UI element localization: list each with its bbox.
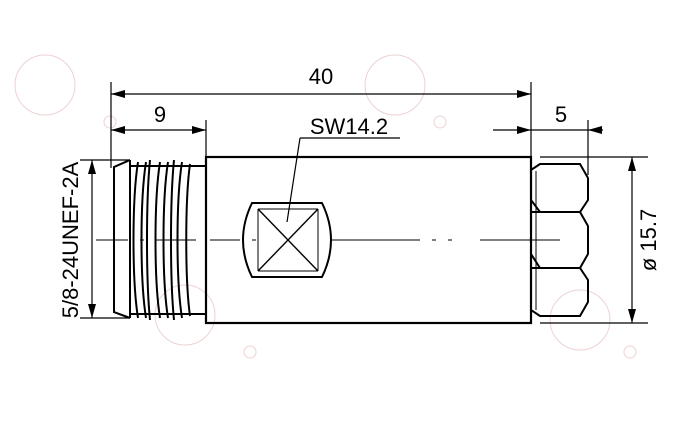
dimension-arrows	[88, 90, 636, 323]
diameter-label: ø 15.7	[636, 209, 661, 271]
dim-thread-length: 9	[154, 102, 166, 127]
dim-overall-length: 40	[309, 64, 333, 89]
watermark	[14, 54, 611, 351]
dim-hex-length: 5	[555, 102, 567, 127]
wrench-flat-label: SW14.2	[310, 114, 388, 139]
wrench-flat	[242, 202, 332, 278]
registered-mark-icon	[103, 115, 637, 359]
dimension-lines	[80, 82, 648, 324]
thread-section	[113, 159, 206, 321]
hex-nut	[530, 163, 589, 317]
watermark-circle	[14, 54, 76, 116]
watermark-circle	[549, 289, 611, 351]
thread-spec-label: 5/8-24UNEF-2A	[58, 161, 83, 318]
watermark-circle	[364, 54, 426, 116]
